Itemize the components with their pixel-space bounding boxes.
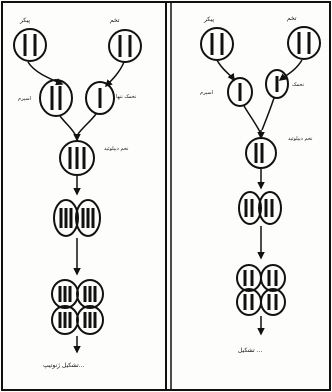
right-four-cell [236, 264, 286, 316]
left-parent-cell-b [108, 29, 142, 63]
right-arrow-d [261, 97, 275, 131]
left-arrow-c [59, 115, 77, 137]
right-gamete-cell-b [265, 69, 289, 99]
left-parent-cell-a [13, 28, 47, 62]
right-parent-a-label: پیکر [203, 16, 214, 23]
right-zygote-label: تخم ديپلوئيد [288, 136, 313, 142]
left-final-label: تشکیل ژنوتیپ... [43, 362, 84, 369]
left-zygote-cell [59, 140, 95, 176]
right-two-cell [238, 191, 282, 225]
right-zygote-cell [245, 137, 277, 169]
left-parent-b-label: تخم [110, 17, 120, 24]
right-final-label: تشکیل ... [238, 347, 262, 354]
right-gamete-cell-a [227, 77, 253, 107]
left-gamete-cell-b [85, 81, 115, 115]
right-gamete-a-label: اسپرم [200, 90, 213, 96]
right-arrow-b [278, 59, 303, 81]
right-panel: پیکر تخم اسپرم تخمک [200, 15, 321, 354]
left-four-cell [51, 279, 104, 335]
left-panel: پیکر تخم اسپرم تخمک تنها [13, 17, 142, 369]
right-parent-cell-a [200, 27, 234, 61]
right-parent-cell-b [287, 26, 321, 60]
left-arrow-d [77, 113, 97, 135]
left-zygote-label: تخم ديپلوئيد [104, 146, 129, 152]
right-arrow-a [216, 59, 235, 82]
right-gamete-b-label: تخمک [292, 82, 305, 88]
left-parent-a-label: پیکر [19, 17, 30, 24]
left-arrow-a [27, 61, 64, 86]
left-arrow-b [104, 61, 125, 88]
right-parent-b-label: تخم [287, 15, 297, 22]
left-gamete-cell-a [39, 79, 73, 117]
left-gamete-b-label: تخمک تنها [116, 94, 137, 100]
right-arrow-c [243, 105, 261, 133]
left-gamete-a-label: اسپرم [18, 96, 31, 102]
left-two-cell [53, 199, 101, 237]
